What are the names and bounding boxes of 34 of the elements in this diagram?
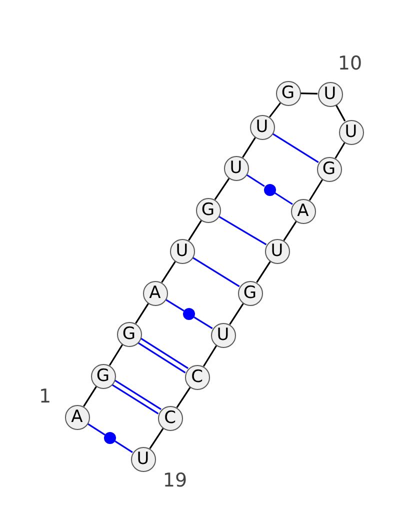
connector-line <box>176 387 191 408</box>
connector-line <box>229 303 244 325</box>
connector-line <box>268 102 282 118</box>
connector-line <box>274 192 293 205</box>
connector-line <box>335 104 346 122</box>
connector-line <box>246 174 265 187</box>
connector-line <box>256 261 271 283</box>
connector-line <box>108 344 124 366</box>
connector-line <box>188 220 202 241</box>
connector-line <box>218 216 267 246</box>
connector-line <box>135 303 149 324</box>
connector-line <box>202 345 218 367</box>
connector-line <box>214 178 230 200</box>
connector-line <box>138 342 186 374</box>
connector-line <box>114 440 133 453</box>
connector-line <box>83 386 97 407</box>
connector-line <box>87 423 106 436</box>
connector-line <box>283 221 297 241</box>
connector-line <box>140 338 188 369</box>
position-number: 10 <box>338 54 362 74</box>
position-number: 19 <box>162 472 188 490</box>
connector-line <box>112 384 159 414</box>
connector-line <box>334 142 346 159</box>
connector-line <box>114 380 162 410</box>
connector-line <box>308 179 324 201</box>
connector-line <box>192 256 240 288</box>
position-number: 1 <box>38 388 52 406</box>
connector-line <box>272 132 319 164</box>
connector-line <box>165 298 184 312</box>
connector-line <box>300 92 318 94</box>
connector-line <box>194 316 213 330</box>
connector-line <box>161 261 176 283</box>
connector-line <box>242 137 256 158</box>
connector-line <box>149 428 164 449</box>
